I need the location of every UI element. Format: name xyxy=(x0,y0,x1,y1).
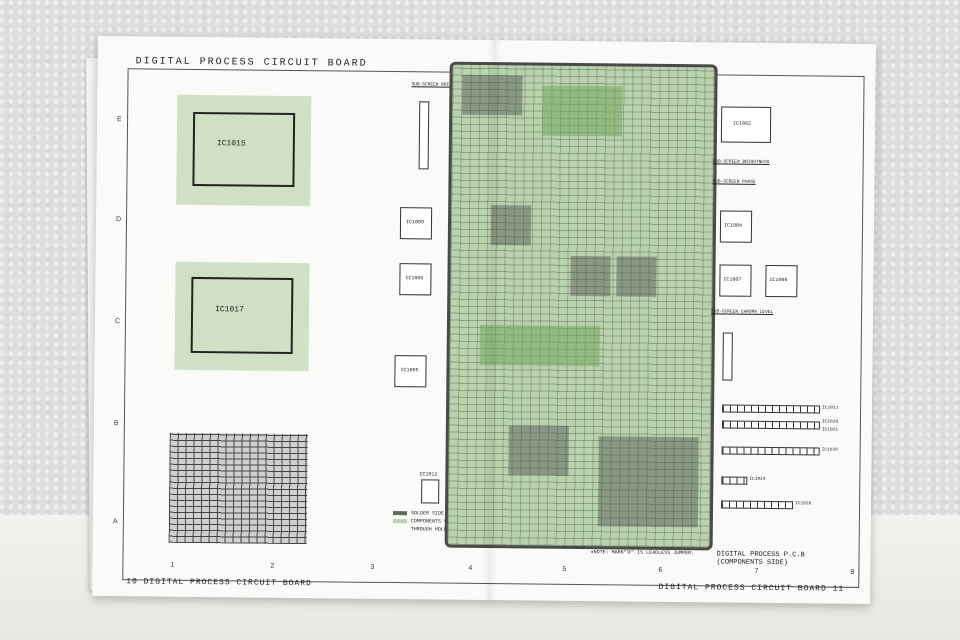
row-label-d: D xyxy=(115,216,122,224)
ic1024-label: IC1024 xyxy=(749,476,766,482)
legend-through-hole: THROUGH HOLE xyxy=(410,526,447,533)
pcb-trace-block xyxy=(462,74,523,116)
legend-solder-side: SOLDER SIDE xyxy=(410,510,445,517)
ic1015-outline xyxy=(192,111,296,188)
legend-swatch-solder xyxy=(392,511,407,516)
col-label-4: 4 xyxy=(468,564,473,572)
col-label-5: 5 xyxy=(562,565,567,573)
col-label-8: 8 xyxy=(850,568,855,576)
ic1024-strip xyxy=(721,476,748,485)
ic1018-strip xyxy=(721,420,820,430)
ic1017-label: IC1017 xyxy=(215,305,244,315)
col-label-1: 1 xyxy=(170,561,175,569)
pcb-caption: DIGITAL PROCESS P.C.B (COMPONENTS SIDE) xyxy=(716,550,804,568)
ic1021-label: IC1021 xyxy=(821,427,839,433)
col-label-3: 3 xyxy=(370,563,375,571)
ic1018-label: IC1018 xyxy=(821,419,839,425)
pcb-ic-footprint xyxy=(597,436,699,528)
row-label-c: C xyxy=(114,318,121,326)
col-label-7: 7 xyxy=(754,567,759,575)
ic1006-label: IC1006 xyxy=(405,275,424,282)
ic1008-label: IC1008 xyxy=(769,276,788,284)
col-label-6: 6 xyxy=(658,566,663,574)
pcb-caption-line2: (COMPONENTS SIDE) xyxy=(716,558,788,568)
ic1017-outline xyxy=(190,276,294,354)
ic1026-label: IC1026 xyxy=(795,501,812,507)
main-pcb-layout xyxy=(444,61,718,551)
connector-strip-right xyxy=(722,332,733,381)
solder-side-footprint xyxy=(168,432,308,545)
pcb-ground-plane xyxy=(479,324,600,367)
ic1020-strip xyxy=(721,446,820,456)
ic1005-label: IC1005 xyxy=(400,367,419,374)
ic1007-label: IC1007 xyxy=(723,276,742,283)
sub-screen-chroma-label: SUB-SCREEN CHROMA LEVEL xyxy=(711,309,774,316)
pcb-ground-plane xyxy=(541,85,623,137)
connector-strip xyxy=(418,101,430,170)
footer-right: DIGITAL PROCESS CIRCUIT BOARD 11 xyxy=(658,582,845,594)
pcb-ic-footprint xyxy=(508,425,569,476)
ic1012-chip xyxy=(421,479,440,504)
row-label-b: B xyxy=(113,420,119,428)
pcb-ic-footprint xyxy=(616,256,657,297)
schematic-spread: DIGITAL PROCESS CIRCUIT BOARD E D C B A … xyxy=(92,35,876,605)
sub-screen-phase-label: SUB-SCREEN PHASE xyxy=(712,179,756,185)
ic1011-strip xyxy=(722,404,821,414)
legend-swatch-components xyxy=(392,519,407,524)
ic1020-label: IC1020 xyxy=(821,447,838,453)
col-label-2: 2 xyxy=(270,562,275,570)
row-label-a: A xyxy=(112,518,118,526)
ic1012-label: IC1012 xyxy=(419,471,438,478)
pcb-ic-footprint xyxy=(570,255,611,297)
row-label-e: E xyxy=(117,116,122,124)
ic1004-label: IC1004 xyxy=(723,222,743,229)
ic1015-label: IC1015 xyxy=(216,139,246,149)
footer-left: 10 DIGITAL PROCESS CIRCUIT BOARD xyxy=(126,577,312,589)
ic1009-label: IC1009 xyxy=(405,219,425,226)
pcb-ic-footprint xyxy=(490,205,532,246)
ic1011-label: IC1011 xyxy=(822,405,839,411)
ic1002-label: IC1002 xyxy=(733,120,752,127)
leadless-jumper-note: ★NOTE: MARK"③" IS LEADLESS JUMPER. xyxy=(590,549,695,557)
ic1026-strip xyxy=(721,500,794,510)
sub-screen-brightness-label-right: SUB-SCREEN BRIGHTNESS xyxy=(712,159,770,165)
